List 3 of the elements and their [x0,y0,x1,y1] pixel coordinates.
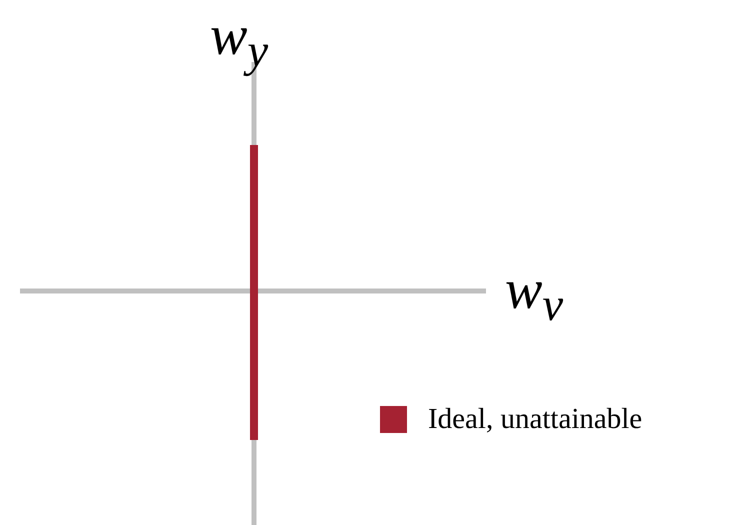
axis-label: w$_{y}$ [210,8,268,75]
axis-label: w$_{v}$ [505,262,564,329]
legend-label: Ideal, unattainable [428,405,642,434]
